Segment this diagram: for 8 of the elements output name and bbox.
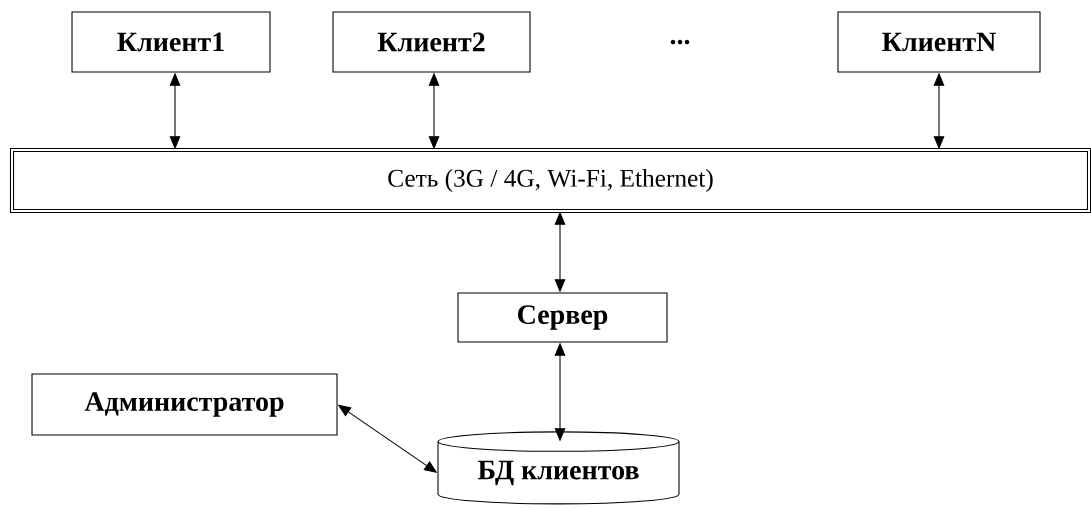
ellipsis-label: ... (670, 39, 690, 45)
client-box: Клиент1 (71, 11, 271, 73)
database-cylinder: БД клиентов (437, 431, 680, 505)
client-box: Сервер (457, 292, 668, 343)
client-box: Клиент2 (332, 11, 531, 73)
client-box: КлиентN (837, 11, 1041, 73)
client-box: Администратор (31, 373, 338, 436)
network-band: Сеть (3G / 4G, Wi-Fi, Ethernet) (9, 147, 1091, 214)
